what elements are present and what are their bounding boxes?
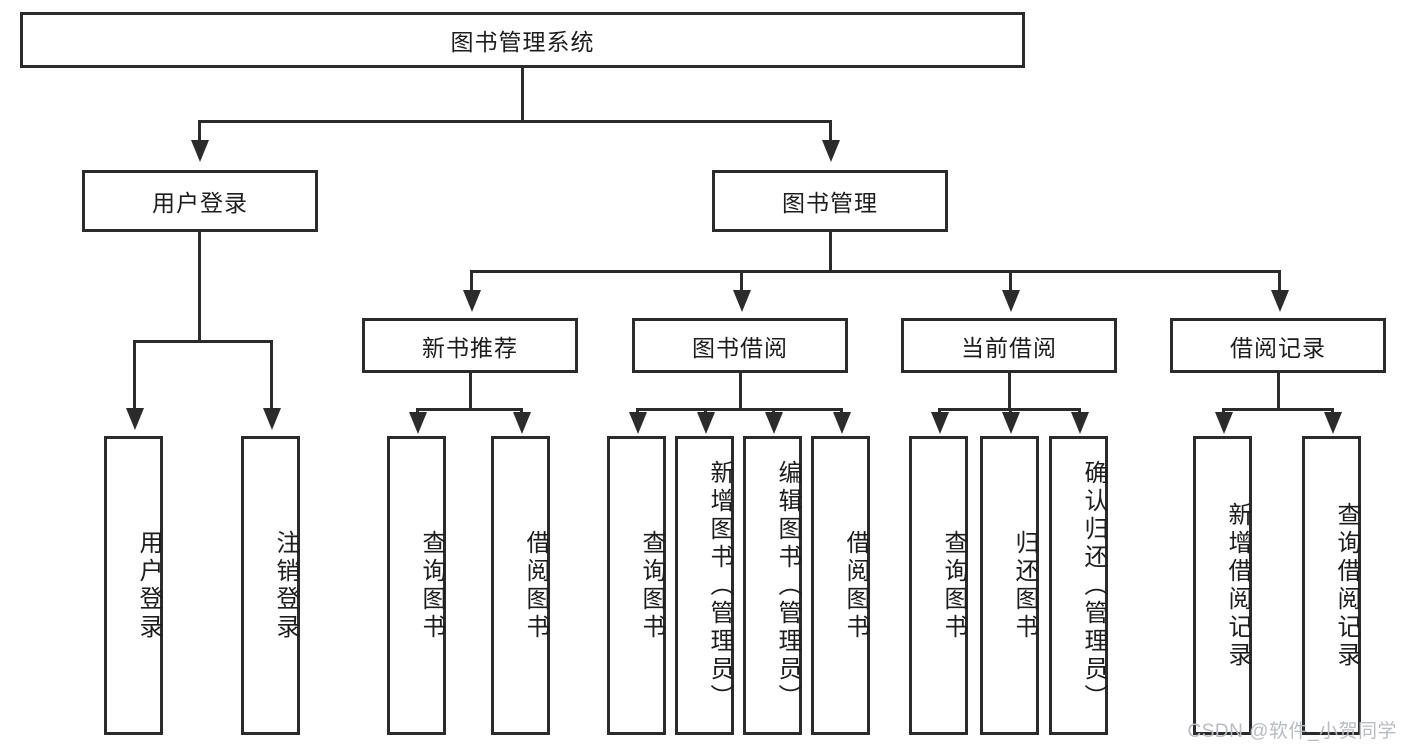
node-label: 用户登录 [152, 190, 248, 216]
node-root-book-management-system[interactable]: 图书管理系统 [20, 12, 1025, 68]
arrow-to-book-management [822, 140, 840, 162]
connector-user-login-stem [198, 232, 201, 342]
arrow-to-nbr-borrow-book [513, 412, 531, 434]
arrow-to-br-query-record [1324, 412, 1342, 434]
node-book-borrow[interactable]: 图书借阅 [632, 318, 848, 373]
node-label: 归还图书 [1011, 529, 1038, 642]
leaf-cb-query-book[interactable]: 查询图书 [909, 436, 968, 735]
arrow-to-bb-query-book [629, 412, 647, 434]
leaf-bb-edit-book[interactable]: 编辑图书（管理员） [743, 436, 802, 735]
connector-root-drop-right [829, 120, 832, 142]
arrow-to-cb-query-book [931, 412, 949, 434]
leaf-nbr-borrow-book[interactable]: 借阅图书 [491, 436, 550, 735]
leaf-cb-return-book[interactable]: 归还图书 [980, 436, 1039, 735]
node-label: 注销登录 [272, 529, 299, 642]
node-label: 查询借阅记录 [1333, 501, 1360, 670]
arrow-to-borrow-record [1271, 290, 1289, 312]
node-label: 借阅图书 [522, 529, 549, 642]
connector-level3-drop-4 [1278, 270, 1281, 292]
node-book-management[interactable]: 图书管理 [712, 170, 948, 232]
node-label: 图书管理 [782, 190, 878, 216]
arrow-to-bb-borrow-book [833, 412, 851, 434]
node-label: 当前借阅 [961, 334, 1057, 361]
connector-nbr-stem [469, 373, 472, 410]
connector-book-management-stem [829, 232, 832, 272]
leaf-user-login[interactable]: 用户登录 [104, 436, 163, 735]
arrow-to-cb-confirm-return [1071, 412, 1089, 434]
connector-br-stem [1277, 373, 1280, 410]
node-label: 图书管理系统 [450, 29, 595, 55]
leaf-bb-borrow-book[interactable]: 借阅图书 [811, 436, 870, 735]
node-label: 新书推荐 [422, 334, 518, 361]
connector-user-login-drop-2 [270, 340, 273, 410]
node-borrow-record[interactable]: 借阅记录 [1170, 318, 1386, 373]
arrow-to-user-login [191, 140, 209, 162]
node-label: 图书借阅 [692, 334, 788, 361]
node-label: 编辑图书（管理员） [774, 459, 801, 712]
arrow-to-cb-return-book [1002, 412, 1020, 434]
connector-level3-drop-2 [740, 270, 743, 292]
connector-root-drop-left [198, 120, 201, 142]
connector-nbr-bar [416, 408, 523, 411]
node-user-login[interactable]: 用户登录 [82, 170, 318, 232]
connector-bb-bar [636, 408, 841, 411]
node-label: 借阅图书 [842, 529, 869, 642]
node-label: 查询图书 [638, 529, 665, 642]
arrow-to-new-book-recommend [463, 290, 481, 312]
connector-cb-stem [1008, 373, 1011, 410]
connector-level3-bar [470, 270, 1280, 273]
arrow-to-user-login-leaf [126, 408, 144, 430]
node-current-borrow[interactable]: 当前借阅 [901, 318, 1117, 373]
arrow-to-br-add-record [1215, 412, 1233, 434]
leaf-cb-confirm-return[interactable]: 确认归还（管理员） [1049, 436, 1108, 735]
connector-root-bar [198, 120, 832, 123]
leaf-br-query-record[interactable]: 查询借阅记录 [1302, 436, 1361, 735]
leaf-nbr-query-book[interactable]: 查询图书 [387, 436, 446, 735]
connector-user-login-bar [133, 340, 270, 343]
connector-level3-drop-3 [1009, 270, 1012, 292]
node-label: 查询图书 [940, 529, 967, 642]
connector-root-stem [521, 68, 524, 120]
arrow-to-bb-edit-book [765, 412, 783, 434]
connector-user-login-drop-1 [133, 340, 136, 410]
leaf-br-add-record[interactable]: 新增借阅记录 [1193, 436, 1252, 735]
leaf-bb-query-book[interactable]: 查询图书 [607, 436, 666, 735]
node-label: 借阅记录 [1230, 334, 1326, 361]
node-label: 新增图书（管理员） [706, 459, 733, 712]
connector-level3-drop-1 [470, 270, 473, 292]
connector-bb-stem [739, 373, 742, 410]
node-label: 用户登录 [135, 529, 162, 642]
node-label: 确认归还（管理员） [1080, 459, 1107, 712]
leaf-bb-add-book[interactable]: 新增图书（管理员） [675, 436, 734, 735]
connector-br-bar [1222, 408, 1334, 411]
watermark-text: CSDN @软件_小贺同学 [1187, 721, 1397, 742]
arrow-to-current-borrow [1002, 290, 1020, 312]
arrow-to-nbr-query-book [409, 412, 427, 434]
arrow-to-book-borrow [733, 290, 751, 312]
arrow-to-logout-leaf [263, 408, 281, 430]
arrow-to-bb-add-book [697, 412, 715, 434]
leaf-logout-login[interactable]: 注销登录 [241, 436, 300, 735]
node-label: 查询图书 [418, 529, 445, 642]
node-new-book-recommend[interactable]: 新书推荐 [362, 318, 578, 373]
node-label: 新增借阅记录 [1224, 501, 1251, 670]
